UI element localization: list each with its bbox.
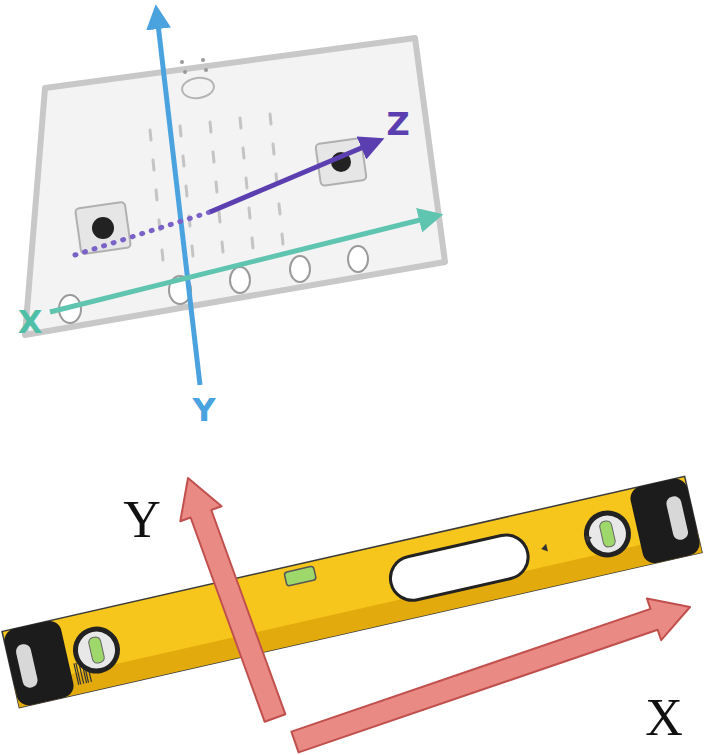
x-axis xyxy=(50,219,424,312)
y-direction-arrow xyxy=(180,478,285,722)
axis-label: X xyxy=(645,692,683,744)
microbit-board xyxy=(25,38,445,335)
z-axis-hidden xyxy=(75,212,210,255)
y-axis xyxy=(158,24,200,385)
spirit-level xyxy=(2,476,702,707)
x-direction-arrow xyxy=(291,599,690,753)
axis-label: X xyxy=(18,306,43,338)
z-axis xyxy=(210,146,366,212)
axis-label: Z xyxy=(386,108,409,140)
axis-label: Y xyxy=(192,394,215,426)
axis-label: Y xyxy=(123,494,161,546)
